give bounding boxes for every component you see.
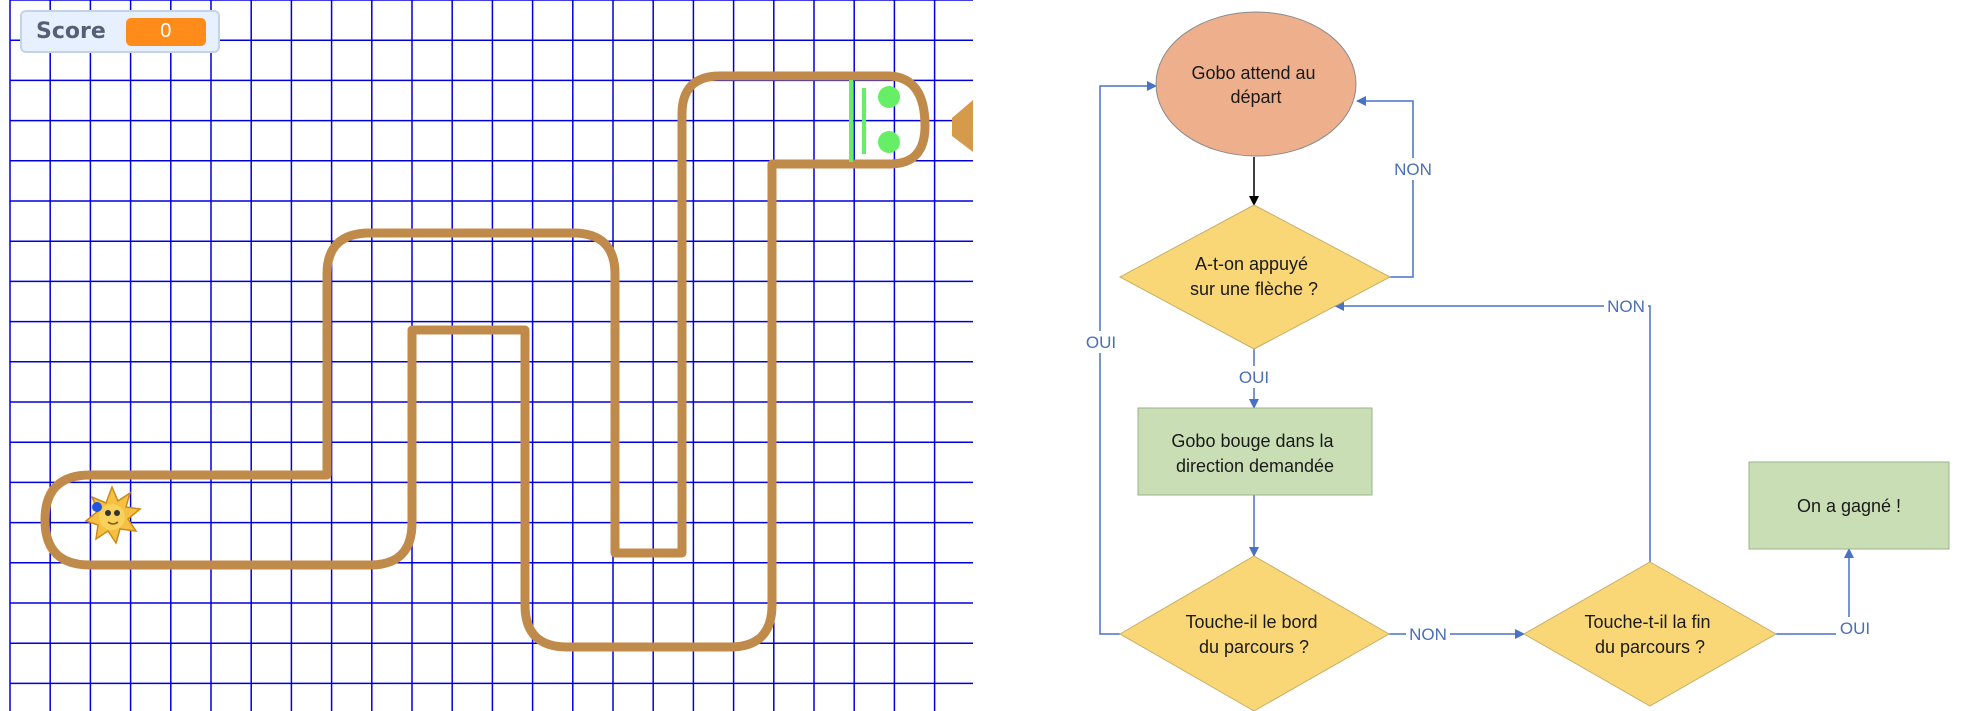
- decision-arrow-line-2: sur une flèche ?: [1190, 279, 1318, 299]
- label-non-right: NON: [1409, 625, 1447, 644]
- score-monitor: Score 0: [20, 10, 220, 53]
- start-line-2: départ: [1230, 87, 1281, 107]
- track-outline: [40, 71, 930, 652]
- label-bg-oui-down: [1236, 366, 1274, 388]
- gobo-icon[interactable]: [84, 484, 142, 545]
- label-bg-non-middle: [1604, 295, 1648, 317]
- label-oui-win: OUI: [1840, 619, 1870, 638]
- move-text: Gobo bouge dans la direction demandée: [1171, 431, 1338, 476]
- win-node: [1748, 461, 1950, 550]
- edge-sprite-icon: [952, 100, 973, 152]
- decision-end-line-2: du parcours ?: [1595, 637, 1705, 657]
- label-bg-oui-win: [1836, 617, 1874, 639]
- start-node-text: Gobo attend au départ: [1191, 63, 1320, 107]
- label-non-top: NON: [1394, 160, 1432, 179]
- flowchart: Gobo attend au départ A-t-on appuyé sur …: [1082, 11, 1950, 711]
- decision-end-node: [1522, 561, 1778, 707]
- move-line-1: Gobo bouge dans la: [1171, 431, 1334, 451]
- label-bg-non-top: [1394, 158, 1434, 180]
- decision-arrow-text: A-t-on appuyé sur une flèche ?: [1190, 254, 1318, 299]
- label-non-middle: NON: [1607, 297, 1645, 316]
- label-oui-down: OUI: [1239, 368, 1269, 387]
- decision-border-text: Touche-il le bord du parcours ?: [1185, 612, 1322, 657]
- connector-non-loop-right: [1334, 301, 1651, 562]
- decision-border-line-1: Touche-il le bord: [1185, 612, 1317, 632]
- decision-border-line-2: du parcours ?: [1199, 637, 1309, 657]
- score-value: 0: [125, 17, 206, 46]
- label-bg-non-right: [1406, 623, 1450, 645]
- connector-non-loop-top: [1356, 96, 1414, 278]
- move-node: [1137, 407, 1373, 496]
- game-stage[interactable]: Score 0: [0, 0, 973, 711]
- decision-border-node: [1119, 555, 1391, 711]
- move-line-2: direction demandée: [1176, 456, 1334, 476]
- finish-dot-top: [878, 86, 900, 108]
- label-oui-left: OUI: [1086, 333, 1116, 352]
- connector-oui-loop-left: [1099, 81, 1157, 635]
- win-text: On a gagné !: [1797, 496, 1901, 516]
- start-line-1: Gobo attend au: [1191, 63, 1315, 83]
- start-node: [1155, 11, 1357, 157]
- grid: [9, 0, 973, 711]
- label-bg-oui-left: [1082, 331, 1120, 353]
- decision-end-text: Touche-t-il la fin du parcours ?: [1584, 612, 1715, 657]
- score-label: Score: [36, 19, 106, 44]
- finish-dot-bottom: [878, 131, 900, 153]
- stage-canvas: [9, 0, 973, 711]
- decision-end-line-1: Touche-t-il la fin: [1584, 612, 1710, 632]
- decision-arrow-line-1: A-t-on appuyé: [1195, 254, 1308, 274]
- decision-arrow-node: [1118, 204, 1392, 350]
